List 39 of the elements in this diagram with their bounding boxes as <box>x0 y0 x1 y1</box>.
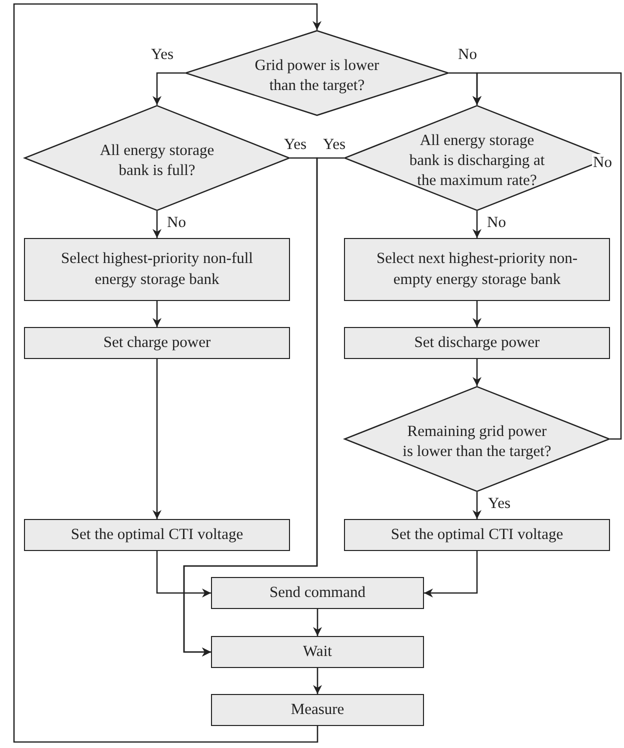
arrow <box>472 492 482 519</box>
node-text: All energy storage bank is discharging at the maximum rate? <box>408 130 546 192</box>
arrow <box>313 609 322 636</box>
arrow <box>152 301 162 327</box>
process-box <box>211 694 424 726</box>
arrow <box>183 157 344 656</box>
arrow <box>152 72 185 105</box>
arrow <box>313 668 322 694</box>
node-text: Set the optimal CTI voltage <box>390 524 564 545</box>
arrow <box>13 3 322 743</box>
node-text: All energy storage bank is full? <box>98 140 216 181</box>
decision-diamond <box>185 30 449 116</box>
arrow <box>472 72 622 440</box>
arrow <box>472 359 482 386</box>
node-text: Set discharge power <box>414 332 540 353</box>
process-box <box>211 577 424 609</box>
node-text: Select next highest-priority non-empty energy storage bank <box>375 249 579 290</box>
node-text: Set the optimal CTI voltage <box>70 524 244 545</box>
node-text: Wait <box>303 642 332 662</box>
arrow <box>152 211 162 238</box>
arrow <box>472 211 482 238</box>
process-box <box>344 327 610 359</box>
arrow <box>152 359 162 519</box>
node-text: Measure <box>290 700 344 720</box>
node-text: Grid power is lower than the target? <box>254 56 380 96</box>
process-box <box>344 519 610 551</box>
node-text: Set charge power <box>103 332 211 353</box>
node-text: Send command <box>270 582 366 603</box>
arrow <box>424 551 478 598</box>
process-box <box>24 519 290 551</box>
arrow <box>472 301 482 327</box>
process-box <box>211 636 424 668</box>
decision-diamond <box>344 386 610 492</box>
process-box <box>24 238 290 301</box>
process-box <box>24 327 290 359</box>
node-text: Remaining grid power is lower than the target? <box>402 422 552 462</box>
node-text: Select highest-priority non-full energy storage bank <box>60 249 254 290</box>
process-box <box>344 238 610 301</box>
arrow <box>156 551 211 598</box>
